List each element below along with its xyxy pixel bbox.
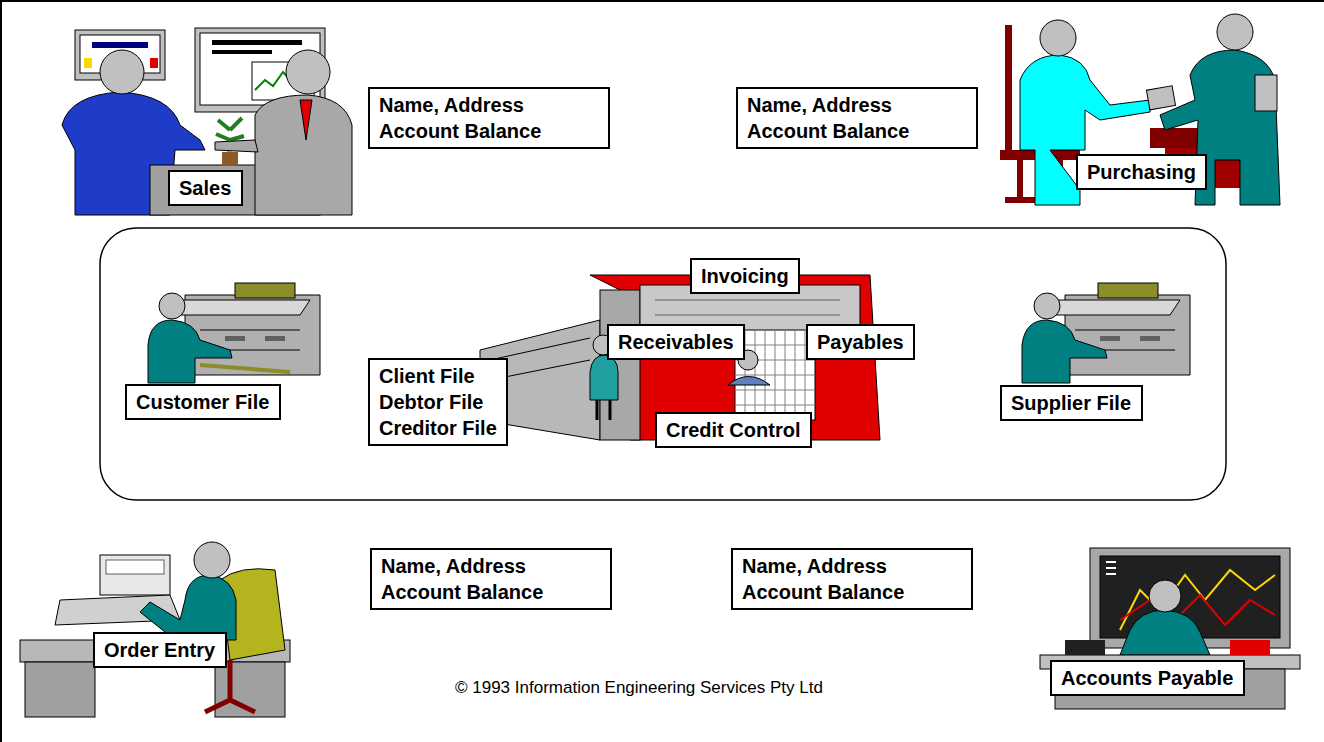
role-label: Accounts Payable xyxy=(1050,660,1245,696)
box-text: Debtor File xyxy=(379,389,497,415)
data-box: Name, Address Account Balance xyxy=(736,87,978,149)
role-label: Order Entry xyxy=(93,632,227,668)
box-text: Purchasing xyxy=(1087,159,1196,185)
function-label: Payables xyxy=(806,324,915,360)
function-label: Receivables xyxy=(607,324,745,360)
box-text: Creditor File xyxy=(379,415,497,441)
file-list-box: Client FileDebtor FileCreditor File xyxy=(368,358,508,446)
file-label: Customer File xyxy=(125,384,281,420)
box-text: Client File xyxy=(379,363,497,389)
role-label: Purchasing xyxy=(1076,154,1207,190)
box-text: Order Entry xyxy=(104,637,216,663)
data-box: Name, Address Account Balance xyxy=(368,87,610,149)
box-text: Supplier File xyxy=(1011,390,1132,416)
role-label: Sales xyxy=(168,170,243,206)
box-text: Payables xyxy=(817,329,904,355)
box-text: Name, Address Account Balance xyxy=(379,92,599,144)
box-text: Invoicing xyxy=(701,263,789,289)
box-text: Name, Address Account Balance xyxy=(742,553,962,605)
copyright-note: © 1993 Information Engineering Services … xyxy=(455,678,823,698)
box-text: Accounts Payable xyxy=(1061,665,1234,691)
file-label: Supplier File xyxy=(1000,385,1143,421)
box-text: Credit Control xyxy=(666,417,801,443)
function-label: Credit Control xyxy=(655,412,812,448)
box-text: Customer File xyxy=(136,389,270,415)
function-label: Invoicing xyxy=(690,258,800,294)
box-text: Name, Address Account Balance xyxy=(381,553,601,605)
box-text: Sales xyxy=(179,175,232,201)
box-text: Receivables xyxy=(618,329,734,355)
data-box: Name, Address Account Balance xyxy=(370,548,612,610)
box-text: Name, Address Account Balance xyxy=(747,92,967,144)
data-box: Name, Address Account Balance xyxy=(731,548,973,610)
